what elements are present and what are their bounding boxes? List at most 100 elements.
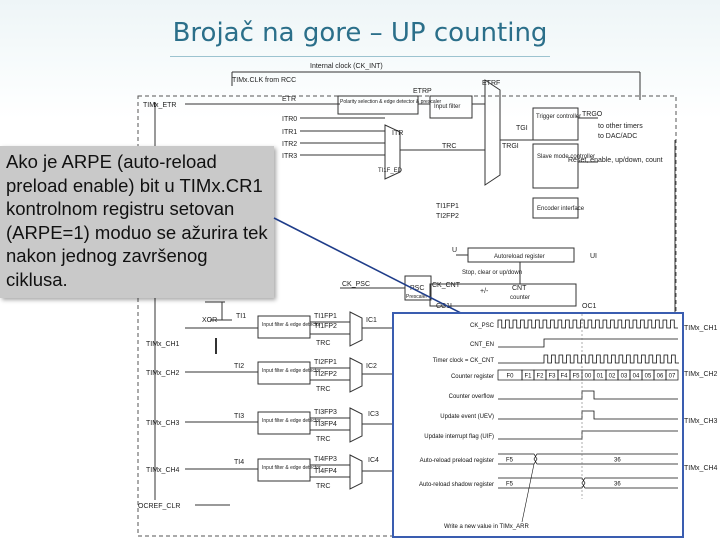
trc-ch2-label: TRC [316, 386, 330, 393]
ic1-label: IC1 [366, 317, 377, 324]
counter-value: F0 [506, 374, 514, 380]
write-note: Write a new value in TIMx_ARR [444, 524, 529, 530]
ck-psc-wave [497, 319, 678, 329]
etrf-label: ETRF [482, 80, 500, 87]
counter-value: 00 [585, 374, 592, 380]
counter-value: 02 [609, 374, 616, 380]
polarity-block-label: Polarity selection & edge detector & pre… [340, 99, 441, 105]
preload-value: F5 [506, 458, 514, 464]
trc-ch4-label: TRC [316, 483, 330, 490]
signal-label: Update event (UEV) [440, 414, 494, 420]
u-label: U [452, 247, 457, 254]
out-ch2-label: TIMx_CH2 [684, 371, 718, 378]
uev-wave [498, 410, 678, 420]
signal-label: Counter overflow [449, 394, 495, 400]
signal-label: CNT_EN [470, 342, 494, 348]
internal-clock-label: Internal clock (CK_INT) [310, 63, 383, 70]
signal-label: Update interrupt flag (UIF) [424, 434, 494, 440]
ti4fp4-ch-label: TI4FP4 [314, 468, 337, 475]
etrp-label: ETRP [413, 88, 432, 95]
note-pointer [521, 463, 535, 523]
itr2-label: ITR2 [282, 141, 297, 148]
trc-label: TRC [442, 143, 456, 150]
ic3-label: IC3 [368, 411, 379, 418]
itr3-label: ITR3 [282, 153, 297, 160]
timx-etr-label: TIMx_ETR [143, 102, 176, 109]
counter-value: F1 [524, 374, 532, 380]
input-filter-4: Input filter & edge detector [262, 465, 321, 471]
counter-label: counter [510, 295, 530, 301]
ti1fp1-label: TI1FP1 [436, 203, 459, 210]
out-ch4-label: TIMx_CH4 [684, 465, 718, 472]
ti3fp4-ch-label: TI3FP4 [314, 421, 337, 428]
xor-label: XOR [202, 317, 217, 324]
timx-ch3-in-label: TIMx_CH3 [146, 420, 180, 427]
preload-value: 36 [614, 458, 621, 464]
shadow-cell [498, 477, 586, 489]
timer-clock-wave [498, 354, 679, 364]
slide-title: Brojač na gore – UP counting [172, 18, 548, 48]
uif-wave [498, 430, 678, 440]
ti2fp1-ch-label: TI2FP1 [314, 359, 337, 366]
autoreload-label: Autoreload register [494, 254, 545, 260]
out-ch3-label: TIMx_CH3 [684, 418, 718, 425]
timing-diagram: CK_PSC CNT_EN Timer clock = CK_CNT Counter … [392, 312, 684, 538]
input-filter-2: Input filter & edge detector [262, 368, 321, 374]
timx-ch1-in-label: TIMx_CH1 [146, 341, 180, 348]
trc-ch3-label: TRC [316, 436, 330, 443]
timx-clk-label: TIMx.CLK from RCC [232, 77, 296, 84]
signal-label: CK_PSC [470, 323, 495, 329]
cnt-en-wave [498, 338, 678, 348]
timing-svg: CK_PSC CNT_EN Timer clock = CK_CNT Counter … [419, 314, 679, 530]
counter-cell [665, 369, 679, 381]
ocref-clr-label: OCREF_CLR [138, 503, 180, 510]
etr-label: ETR [282, 96, 296, 103]
itr1-label: ITR1 [282, 129, 297, 136]
overflow-wave [498, 390, 678, 400]
ti1fp2-ch-label: TI1FP2 [314, 323, 337, 330]
signal-label: Counter register [451, 374, 494, 380]
timx-ch4-in-label: TIMx_CH4 [146, 467, 180, 474]
signal-label: Timer clock = CK_CNT [433, 358, 495, 364]
input-filter-label: Input filter [434, 104, 460, 110]
ck-psc-label: CK_PSC [342, 281, 370, 288]
trc-ch1-label: TRC [316, 340, 330, 347]
ui-label: UI [590, 253, 597, 260]
ti3fp3-ch-label: TI3FP3 [314, 409, 337, 416]
tgi-label: TGI [516, 125, 528, 132]
ic4-label: IC4 [368, 457, 379, 464]
prescaler-label: Prescaler [406, 294, 427, 300]
cnt-label: CNT [512, 285, 527, 292]
slave-mode-label: Slave mode controller [537, 154, 595, 160]
counter-value: 07 [669, 374, 676, 380]
input-filter-1: Input filter & edge detector [262, 322, 321, 328]
ti2fp2-ch-label: TI2FP2 [314, 371, 337, 378]
title-underline [170, 56, 550, 57]
itr0-label: ITR0 [282, 116, 297, 123]
reset-enable-label: Reset, enable, up/down, count [568, 157, 663, 164]
ti4-label: TI4 [234, 459, 244, 466]
trigger-controller-label: Trigger controller [536, 114, 581, 120]
counter-value: F4 [560, 374, 568, 380]
shadow-value: F5 [506, 482, 514, 488]
counter-value: 04 [633, 374, 640, 380]
input-filter-3: Input filter & edge detector [262, 418, 321, 424]
to-other-timers-label: to other timers [598, 123, 643, 130]
counter-value: 05 [645, 374, 652, 380]
cc1i-label: CC1I [436, 303, 452, 310]
ti2-label: TI2 [234, 363, 244, 370]
signal-label: Auto-reload preload register [420, 458, 494, 464]
counter-value: 03 [621, 374, 628, 380]
encoder-label: Encoder interface [537, 206, 585, 212]
callout-box: Ako je ARPE (auto-reload preload enable)… [0, 146, 274, 298]
shadow-value: 36 [614, 482, 621, 488]
itr-label: ITR [392, 130, 403, 137]
ti4fp3-ch-label: TI4FP3 [314, 456, 337, 463]
oc1-label: OC1 [582, 303, 597, 310]
ti3-label: TI3 [234, 413, 244, 420]
callout-text: Ako je ARPE (auto-reload preload enable)… [6, 151, 268, 290]
counter-value: 01 [597, 374, 604, 380]
preload-cell [533, 453, 678, 465]
out-ch1-label: TIMx_CH1 [684, 325, 718, 332]
trgi-label: TRGI [502, 143, 519, 150]
